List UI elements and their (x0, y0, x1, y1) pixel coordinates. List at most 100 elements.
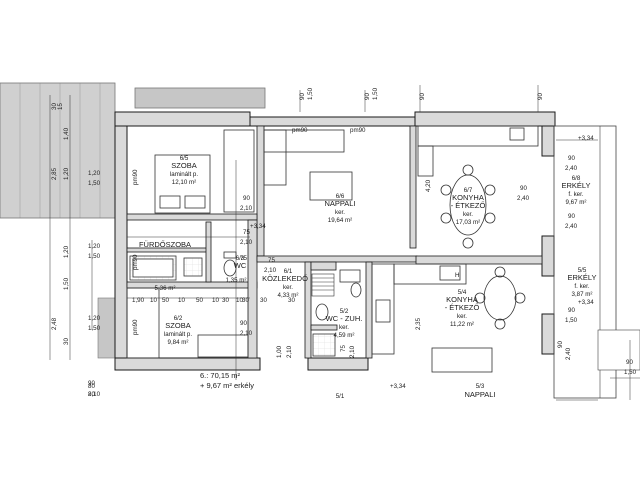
room-kozlekedo: 6/1 KÖZLEKEDŐ ker. 4,33 m² (262, 268, 308, 299)
dim-label: 1,20 (63, 167, 70, 180)
neighbour-building (0, 82, 266, 359)
dim-label: 2,10 (240, 205, 253, 212)
room-area: 1,35 m² (226, 277, 247, 284)
dim-label: 75 (240, 255, 247, 262)
room-number: 5/3 (476, 383, 485, 390)
summary-line-1: 6.: 70,15 m² (200, 371, 241, 380)
dim-label: 1,20 (88, 315, 101, 322)
door-label: pm90 (132, 169, 139, 185)
room-name: NAPPALI (324, 199, 355, 208)
room-szoba-bottom: 6/2 SZOBA laminált p. 9,84 m² (164, 315, 192, 346)
level-marker: +3,34 (250, 223, 266, 230)
dim-label: 90 (568, 213, 575, 220)
room-area: 4,59 m² (334, 332, 355, 339)
walls (114, 111, 556, 371)
dining-table-top (440, 164, 496, 249)
area-summary: 6.: 70,15 m² + 9,67 m² erkély (200, 371, 254, 390)
room-area: 11,22 m² (450, 321, 474, 328)
dim-label: 1,90 (132, 297, 145, 304)
summary-line-2: + 9,67 m² erkély (200, 381, 254, 390)
balcony-area (553, 125, 640, 399)
room-konyha-top: 6/7 KONYHA - ÉTKEZŐ ker. 17,03 m² (451, 187, 486, 226)
dim-label: 2,10 (240, 239, 253, 246)
bath (129, 255, 203, 281)
dim-label: 2,10 (264, 267, 277, 274)
dining-table-bottom (474, 266, 526, 330)
dim-label: 90 (557, 341, 564, 348)
stairs-kozlekedo (311, 273, 335, 297)
dim-label: 90 (537, 93, 544, 100)
dim-label: 1,50 (372, 87, 379, 100)
dim-label: 80 (88, 391, 95, 398)
horizontal-dimensions: 1,90 10 50 10 50 10 30 10 30 30 30 (132, 297, 295, 304)
dim-label: 2,10 (286, 345, 293, 358)
dim-label: 2,40 (517, 195, 530, 202)
room-floor: f. ker. (574, 283, 589, 290)
door-label: pm90 (292, 127, 308, 134)
dim-label: 90 (568, 307, 575, 314)
dim-label: 10 (150, 297, 157, 304)
room-floor: ker. (339, 324, 349, 331)
room-name-2: - ÉTKEZŐ (445, 303, 480, 312)
door-label: pm90 (132, 319, 139, 335)
dim-label: 90 (88, 380, 95, 387)
dim-label: 30 (242, 297, 249, 304)
label-h: H (455, 272, 459, 279)
room-erkely-bottom: 5/5 ERKÉLY f. ker. 3,87 m² (567, 267, 596, 298)
room-number: 6/2 (174, 315, 183, 322)
dim-label: 90 (240, 320, 247, 327)
room-name: KÖZLEKEDŐ (262, 274, 308, 283)
sofa-nappali (263, 129, 353, 201)
level-marker: +3,34 (390, 383, 406, 390)
dim-label: 75 (243, 229, 250, 236)
room-furdo: FÜRDŐSZOBA 5,36 m² (139, 240, 191, 292)
wardrobe-szoba (223, 129, 255, 213)
dimension-lines (49, 85, 631, 400)
dim-label: 1,50 (63, 277, 70, 290)
level-marker: +3,34 (578, 135, 594, 142)
dim-label: 90 (568, 155, 575, 162)
room-floor: ker. (283, 284, 293, 291)
right-dimensions: 90 2,40 90 2,40 90 2,40 90 1,50 2,40 90 … (517, 155, 637, 376)
dim-label: 90 (364, 93, 371, 100)
room-number: 5/2 (340, 308, 349, 315)
dim-label: 15 (57, 103, 64, 110)
dim-label: 1,50 (88, 325, 101, 332)
dim-label: 30 (63, 338, 70, 345)
dim-label: 2,40 (565, 347, 572, 360)
room-name-2: - ÉTKEZŐ (451, 201, 486, 210)
dim-label: 1,40 (63, 127, 70, 140)
balcony-railing (556, 139, 598, 401)
room-area: 4,33 m² (278, 292, 299, 299)
inner-walls (126, 125, 543, 359)
dim-label: 2,10 (88, 391, 101, 398)
dim-label: 1,20 (63, 245, 70, 258)
dim-label: 1,50 (88, 253, 101, 260)
room-nappali-bottom: 5/3 NAPPALI (464, 383, 495, 399)
inner-dimensions: 90 2,10 75 2,10 75 2,10 75 90 2,10 1,00 … (240, 179, 432, 358)
room-wc-zuh: 5/2 WC - ZUH. ker. 4,59 m² (326, 308, 363, 339)
dim-label: 1,20 (88, 170, 101, 177)
left-dimensions: 30 15 1,40 2,85 1,20 1,20 1,50 1,20 1,50… (51, 103, 101, 398)
room-area: 17,03 m² (456, 219, 480, 226)
dim-label: 30 (260, 297, 267, 304)
dim-label: 30 (222, 297, 229, 304)
room-floor: ker. (463, 211, 473, 218)
room-floor: ker. (457, 313, 467, 320)
bed-top (154, 154, 211, 214)
dim-label: 10 (178, 297, 185, 304)
room-area: 5,36 m² (155, 285, 176, 292)
dim-label: 2,10 (349, 345, 356, 358)
dim-label: 75 (340, 345, 347, 352)
room-area: 3,87 m² (572, 291, 593, 298)
room-number: 6/5 (180, 155, 189, 162)
dim-label: 30 (288, 297, 295, 304)
dim-label: 90 (520, 185, 527, 192)
dim-label: 1,50 (624, 369, 637, 376)
dim-label: 75 (268, 257, 275, 264)
room-name: KONYHA (452, 193, 484, 202)
dim-label: 1,50 (88, 180, 101, 187)
dim-label: 50 (196, 297, 203, 304)
room-name: SZOBA (165, 321, 190, 330)
